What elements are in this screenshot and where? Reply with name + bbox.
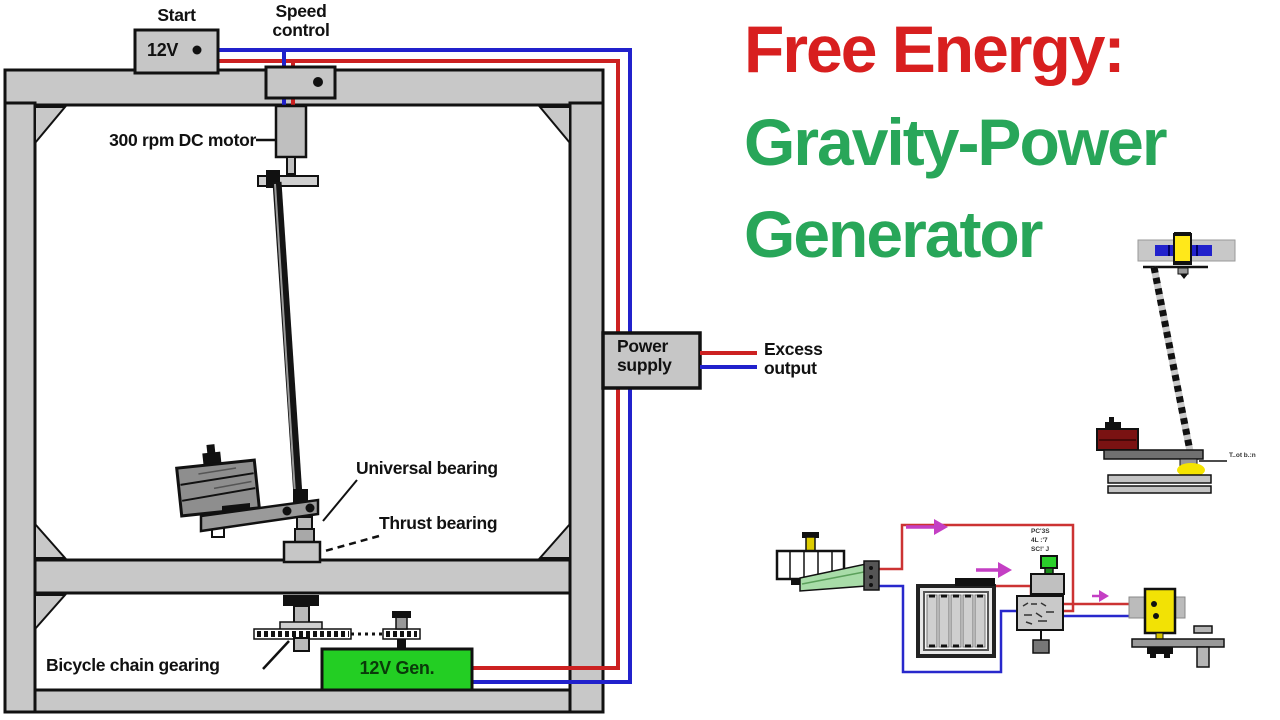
universal-bearing-leader: [322, 479, 358, 522]
dc-motor: [257, 104, 319, 188]
universal-bearing-label: Universal bearing: [356, 458, 498, 478]
power-supply-label: Power supply: [617, 336, 672, 375]
chain-gearing-label: Bicycle chain gearing: [46, 655, 220, 675]
controller-scribbles: [1022, 602, 1054, 625]
generator-box: [320, 647, 474, 692]
universal-joint: [293, 489, 308, 503]
mini-machine-chain: [1150, 266, 1194, 452]
mini-machine-weight-arm: [1096, 417, 1227, 494]
arm-bolt: [305, 503, 315, 513]
thrust-bearing: [282, 516, 322, 564]
start-battery-box: [133, 28, 220, 75]
chain-label-leader: [262, 640, 290, 670]
generator-label: 12V Gen.: [359, 658, 435, 678]
schematic-note-3: SC!' J: [1031, 546, 1050, 553]
corner-gusset: [34, 106, 68, 146]
mini-bearing-pad: [1177, 463, 1205, 477]
terminal-dot: [192, 45, 202, 55]
schematic-note-2: 4L :'7: [1031, 537, 1048, 544]
start-label: Start: [157, 5, 196, 25]
motor-label: 300 rpm DC motor: [109, 130, 256, 150]
schematic-generator: [775, 532, 880, 592]
schematic-note-1: PC'3S: [1031, 528, 1050, 535]
arm-bolt: [282, 506, 292, 516]
title-free-energy: Free Energy:: [744, 12, 1125, 86]
corner-gusset: [537, 106, 571, 146]
pendulum-weight: [175, 444, 261, 518]
title-generator: Generator: [744, 197, 1043, 271]
machine-frame: [3, 68, 605, 714]
corner-gusset: [34, 594, 68, 632]
motor-flange: [257, 175, 319, 187]
speed-control-label: Speed control: [272, 1, 330, 40]
bicycle-chain-gearing: [253, 595, 421, 652]
pendulum-rod: [272, 181, 303, 497]
terminal-dot: [313, 77, 323, 87]
start-battery-label: 12V: [147, 40, 179, 60]
schematic-yellow-motor: [1143, 587, 1177, 635]
mini-machine-top-mount: [1137, 232, 1236, 279]
thrust-bearing-label: Thrust bearing: [379, 513, 498, 533]
corner-gusset: [537, 521, 571, 559]
corner-gusset: [34, 521, 68, 559]
speed-control-box: [264, 65, 337, 100]
schematic-motor-assembly: [1128, 587, 1225, 668]
battery-terminal-bar: [955, 578, 995, 586]
mini-bearing-note: T..ot b.:n: [1229, 452, 1256, 459]
schematic-battery: [916, 578, 996, 658]
excess-output-label: Excess output: [764, 339, 823, 378]
title-gravity-power: Gravity-Power: [744, 105, 1167, 179]
power-supply-box: [601, 331, 702, 390]
thrust-bearing-leader: [324, 534, 380, 553]
flow-arrows: [906, 519, 1109, 602]
schematic-charge-controller: [1016, 555, 1065, 654]
